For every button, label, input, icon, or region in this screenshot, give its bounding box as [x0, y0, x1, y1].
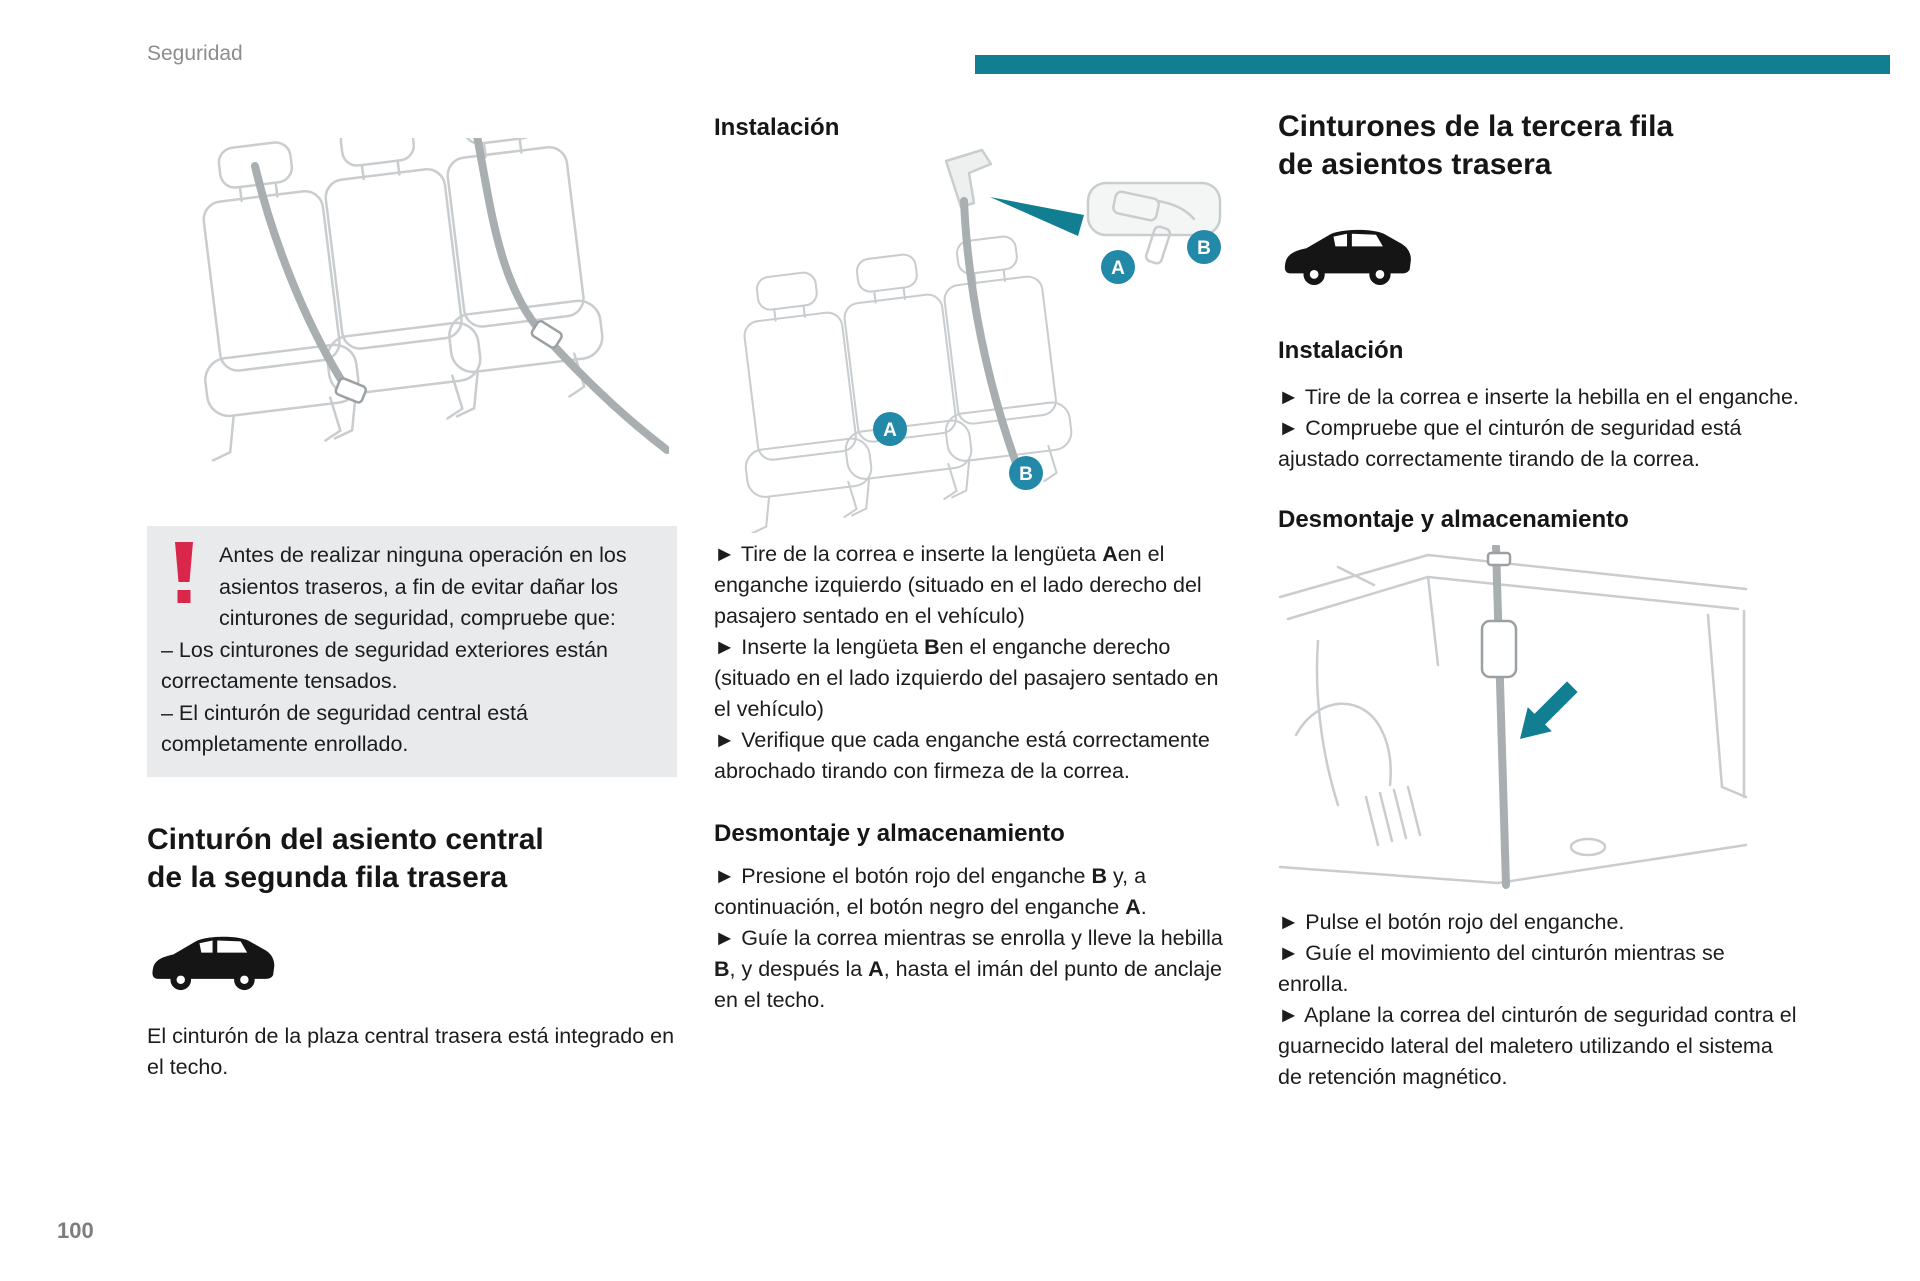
- removal-steps: ► Presione el botón rojo del enganche B …: [714, 861, 1240, 1016]
- center-belt-strap: [960, 197, 1020, 467]
- section-label: Seguridad: [147, 42, 243, 65]
- installation-steps: ► Tire de la correa e inserte la lengüet…: [714, 539, 1240, 787]
- heading-installation: Instalación: [1278, 337, 1404, 364]
- svg-text:B: B: [1197, 238, 1211, 259]
- svg-text:A: A: [1111, 258, 1125, 279]
- svg-text:B: B: [1019, 464, 1033, 485]
- heading-second-row-belt: Cinturón del asiento central de la segun…: [147, 822, 544, 894]
- instruction-step: ► Pulse el botón rojo del enganche.: [1278, 910, 1625, 934]
- figure-belt-installation: A B A B: [720, 148, 1222, 533]
- header-accent-bar: [975, 55, 1890, 74]
- instruction-step: ► Guíe el movimiento del cinturón mientr…: [1278, 941, 1725, 996]
- warning-intro: Antes de realizar ninguna operación en l…: [219, 543, 627, 630]
- warning-item: – Los cinturones de seguridad exteriores…: [161, 637, 608, 694]
- instruction-step: ► Compruebe que el cinturón de seguridad…: [1278, 416, 1742, 471]
- svg-text:A: A: [883, 420, 897, 441]
- figure-pointer-arrow: [990, 197, 1084, 236]
- paragraph-central-belt: El cinturón de la plaza central trasera …: [147, 1023, 675, 1079]
- label-a-badge: A: [1101, 250, 1135, 284]
- heading-removal-storage: Desmontaje y almacenamiento: [714, 820, 1065, 847]
- label-a-badge: A: [873, 412, 907, 446]
- instruction-step: ► Guíe la correa mientras se enrolla y l…: [714, 926, 1223, 1012]
- label-b-badge: B: [1009, 456, 1043, 490]
- heading-installation: Instalación: [714, 114, 840, 141]
- seat-belt-strap: [251, 162, 349, 390]
- figure-second-row-seats: [202, 138, 669, 462]
- installation-steps: ► Tire de la correa e inserte la hebilla…: [1278, 382, 1800, 475]
- car-icon: [152, 936, 275, 990]
- instruction-step: ► Inserte la lengüeta Ben el enganche de…: [714, 635, 1219, 721]
- warning-box: Antes de realizar ninguna operación en l…: [147, 526, 677, 777]
- instruction-step: ► Tire de la correa e inserte la hebilla…: [1278, 385, 1799, 409]
- instruction-step: ► Verifique que cada enganche está corre…: [714, 728, 1210, 783]
- heading-removal-storage: Desmontaje y almacenamiento: [1278, 506, 1629, 533]
- column-left: Antes de realizar ninguna operación en l…: [147, 120, 677, 1083]
- seat-belt-strap: [473, 138, 669, 454]
- removal-steps: ► Pulse el botón rojo del enganche. ► Gu…: [1278, 907, 1800, 1093]
- page-number: 100: [57, 1218, 94, 1243]
- trunk-belt-strap: [1492, 545, 1510, 889]
- instruction-step: ► Tire de la correa e inserte la lengüet…: [714, 542, 1202, 628]
- column-right: Cinturones de la tercera fila de asiento…: [1278, 100, 1800, 1093]
- instruction-step: ► Presione el botón rojo del enganche B …: [714, 864, 1147, 919]
- figure-pointer-arrow: [1520, 681, 1578, 739]
- column-middle: Instalación A B A: [714, 105, 1240, 1016]
- car-icon: [1284, 229, 1411, 286]
- warning-item: – El cinturón de seguridad central está …: [161, 700, 528, 757]
- instruction-step: ► Aplane la correa del cinturón de segur…: [1278, 1003, 1797, 1089]
- heading-third-row-belts: Cinturones de la tercera fila de asiento…: [1278, 110, 1674, 181]
- warning-exclamation-icon: [175, 542, 193, 603]
- label-b-badge: B: [1187, 230, 1221, 264]
- figure-trunk-belt-storage: [1278, 545, 1748, 889]
